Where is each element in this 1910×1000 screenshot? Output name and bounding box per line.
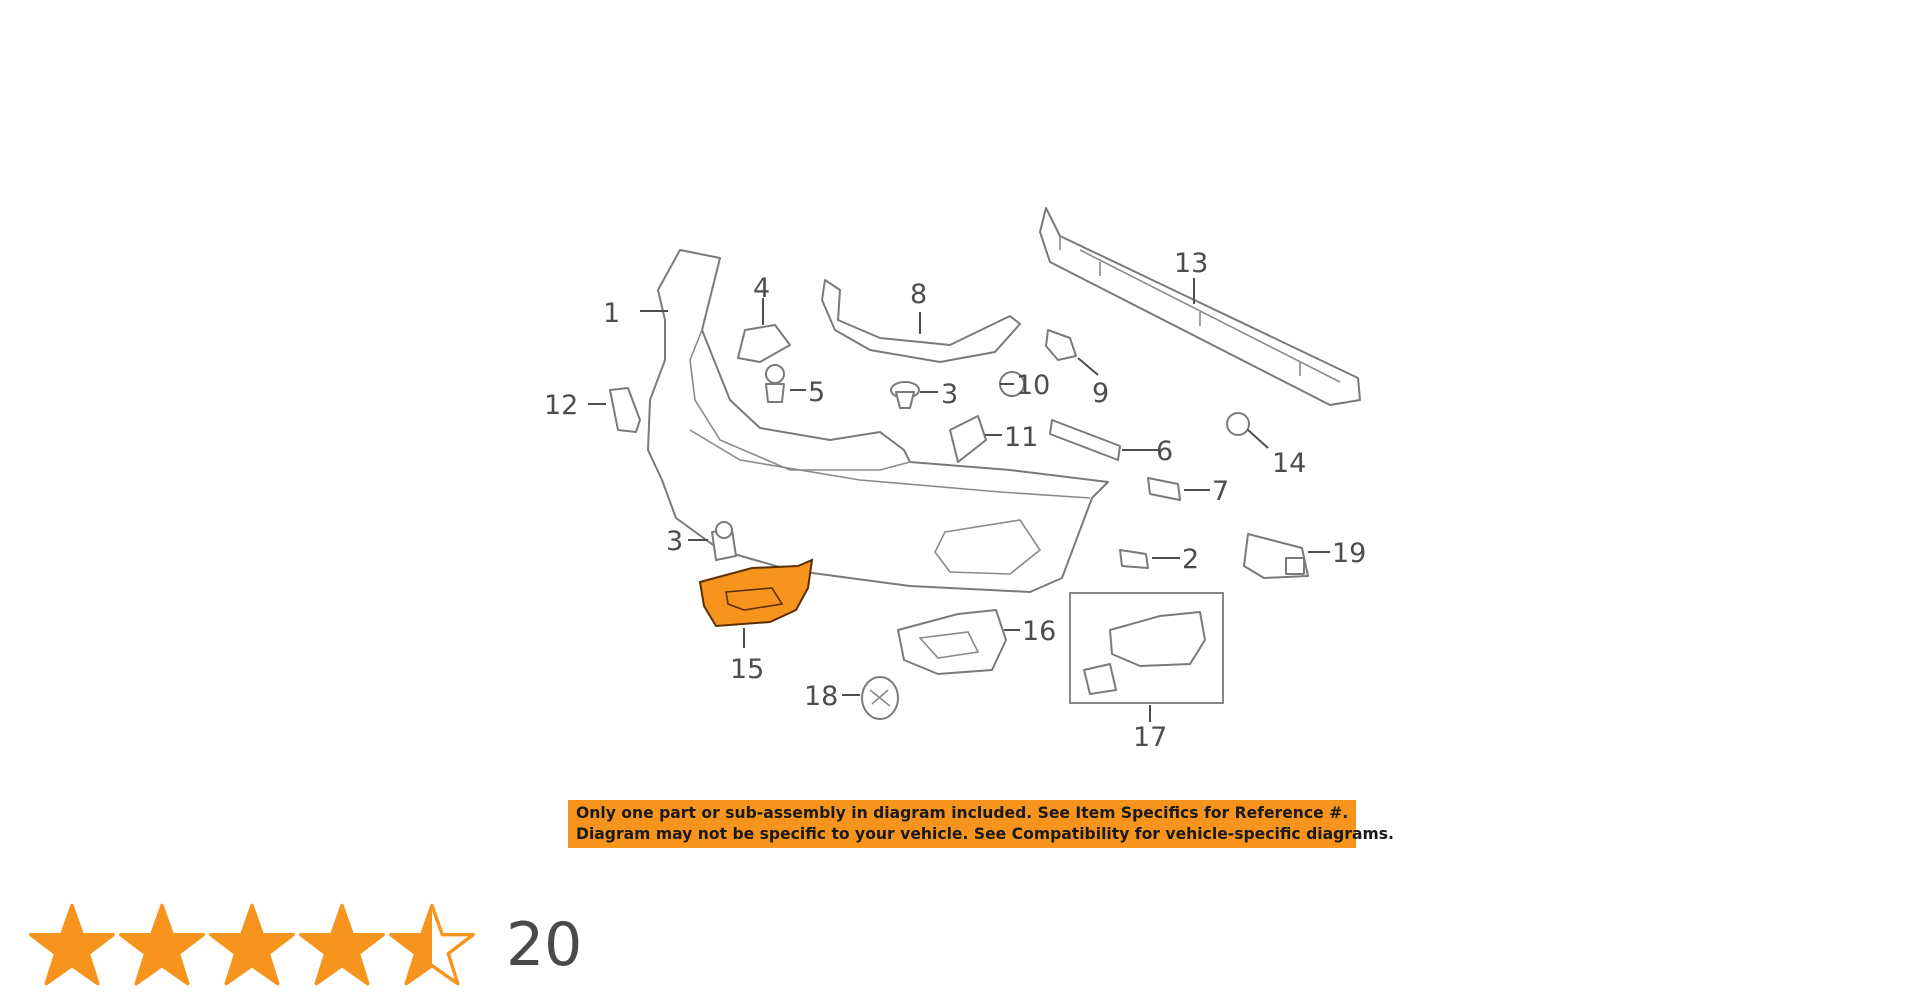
callout-1: 1 bbox=[603, 298, 620, 329]
callout-3b: 3 bbox=[666, 526, 683, 557]
callout-5: 5 bbox=[808, 377, 825, 408]
part-18-grille bbox=[861, 676, 899, 720]
callout-4: 4 bbox=[753, 273, 770, 304]
part-3-lower-clip bbox=[711, 521, 737, 561]
callout-15: 15 bbox=[730, 654, 764, 685]
notice-line-2: Diagram may not be specific to your vehi… bbox=[576, 825, 1394, 843]
part-16-bezel bbox=[897, 609, 1007, 675]
star-full-icon bbox=[209, 903, 295, 986]
parts-diagram: 1 4 8 13 5 3 10 9 12 11 6 14 7 3 2 19 16… bbox=[544, 207, 1366, 753]
part-7-bolt bbox=[1147, 477, 1181, 501]
star-half-icon bbox=[389, 903, 475, 986]
callout-7: 7 bbox=[1212, 476, 1229, 507]
part-8-bracket bbox=[821, 279, 1021, 363]
star-full-icon bbox=[29, 903, 115, 986]
callout-2: 2 bbox=[1182, 544, 1199, 575]
review-count[interactable]: 20 bbox=[506, 910, 583, 980]
callout-8: 8 bbox=[910, 279, 927, 310]
callout-6: 6 bbox=[1156, 436, 1173, 467]
part-14-bolt bbox=[1226, 412, 1250, 436]
star-full-icon bbox=[119, 903, 205, 986]
compatibility-notice: Only one part or sub-assembly in diagram… bbox=[568, 800, 1394, 848]
callout-10: 10 bbox=[1016, 370, 1050, 401]
callout-19: 19 bbox=[1332, 538, 1366, 569]
star-full-icon bbox=[299, 903, 385, 986]
callout-17: 17 bbox=[1133, 722, 1167, 753]
part-17-kit-box bbox=[1069, 592, 1224, 704]
part-3-upper-clip bbox=[890, 381, 920, 409]
leader-lines bbox=[588, 278, 1330, 722]
part-5-bolt bbox=[765, 364, 785, 403]
star-rating[interactable]: 20 bbox=[28, 900, 582, 990]
part-11-bracket bbox=[949, 415, 987, 463]
part-6-bracket bbox=[1049, 419, 1121, 461]
callout-9: 9 bbox=[1092, 378, 1109, 409]
part-13-reinforcement bbox=[1039, 207, 1361, 406]
callout-3a: 3 bbox=[941, 379, 958, 410]
part-9-bolt bbox=[1045, 329, 1077, 361]
part-15-fog-lamp-bezel bbox=[698, 558, 814, 628]
callout-18: 18 bbox=[804, 681, 838, 712]
callout-13: 13 bbox=[1174, 248, 1208, 279]
callout-12: 12 bbox=[544, 390, 578, 421]
part-4-clip bbox=[737, 324, 791, 363]
part-19-sensor bbox=[1243, 533, 1309, 579]
part-12-bracket bbox=[609, 387, 641, 433]
notice-line-1: Only one part or sub-assembly in diagram… bbox=[576, 804, 1349, 822]
part-1-bumper-cover bbox=[647, 249, 1109, 593]
stars-row bbox=[28, 902, 476, 988]
callout-14: 14 bbox=[1272, 448, 1306, 479]
callout-16: 16 bbox=[1022, 616, 1056, 647]
callout-11: 11 bbox=[1004, 422, 1038, 453]
part-2-bolt bbox=[1119, 549, 1149, 569]
